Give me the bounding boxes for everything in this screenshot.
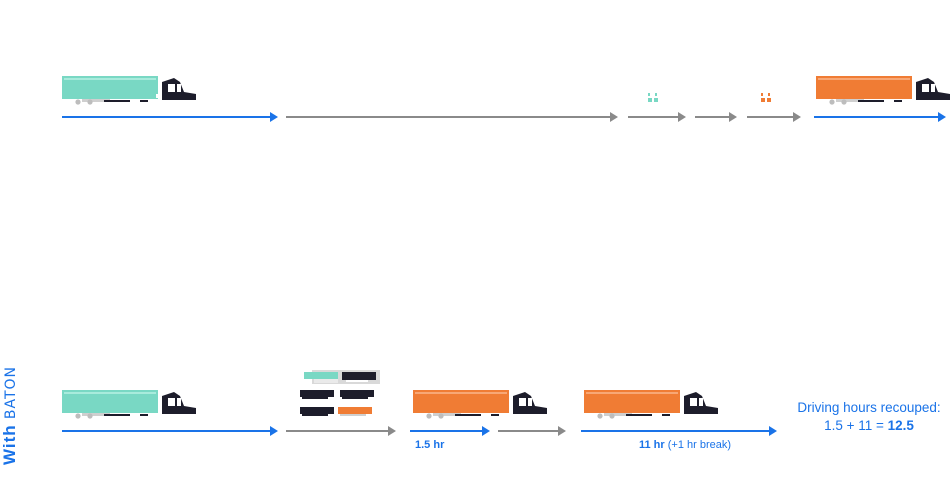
arrow-top-4 bbox=[695, 112, 737, 122]
leg2-hours-label: 11 hr (+1 hr break) bbox=[639, 439, 731, 451]
baton-text: BATON bbox=[3, 366, 19, 420]
arrow-top-3 bbox=[628, 112, 686, 122]
truck-orange-bottom-2 bbox=[584, 390, 718, 419]
leg1-hours-label: 1.5 hr bbox=[415, 439, 444, 451]
arrow-top-2 bbox=[286, 112, 618, 122]
with-baton-label: With BATON bbox=[0, 341, 20, 465]
with-text: With bbox=[0, 424, 19, 465]
trailer-yard-icon bbox=[300, 370, 380, 416]
truck-orange-top bbox=[816, 76, 950, 105]
truck-teal-bottom bbox=[62, 390, 196, 419]
truck-teal-top bbox=[62, 76, 196, 105]
arrow-top-1 bbox=[62, 112, 278, 122]
arrow-bottom-5 bbox=[581, 426, 777, 436]
recouped-formula: 1.5 + 11 = bbox=[824, 418, 888, 433]
teal-marker-icon bbox=[648, 93, 658, 102]
truck-orange-bottom-1 bbox=[413, 390, 547, 419]
recouped-formula-line: 1.5 + 11 = 12.5 bbox=[788, 417, 950, 435]
arrow-bottom-2 bbox=[286, 426, 396, 436]
recouped-summary: Driving hours recouped: 1.5 + 11 = 12.5 bbox=[788, 399, 950, 435]
leg1-hours-value: 1.5 hr bbox=[415, 439, 445, 451]
arrow-bottom-1 bbox=[62, 426, 278, 436]
leg2-hours-value: 11 hr bbox=[639, 439, 665, 451]
recouped-total: 12.5 bbox=[887, 418, 914, 433]
leg2-break-note: (+1 hr break) bbox=[667, 439, 732, 451]
arrow-bottom-3 bbox=[410, 426, 490, 436]
arrow-top-5 bbox=[747, 112, 801, 122]
orange-marker-icon bbox=[761, 93, 771, 102]
recouped-title: Driving hours recouped: bbox=[797, 400, 941, 415]
arrow-top-6 bbox=[814, 112, 946, 122]
arrow-bottom-4 bbox=[498, 426, 566, 436]
